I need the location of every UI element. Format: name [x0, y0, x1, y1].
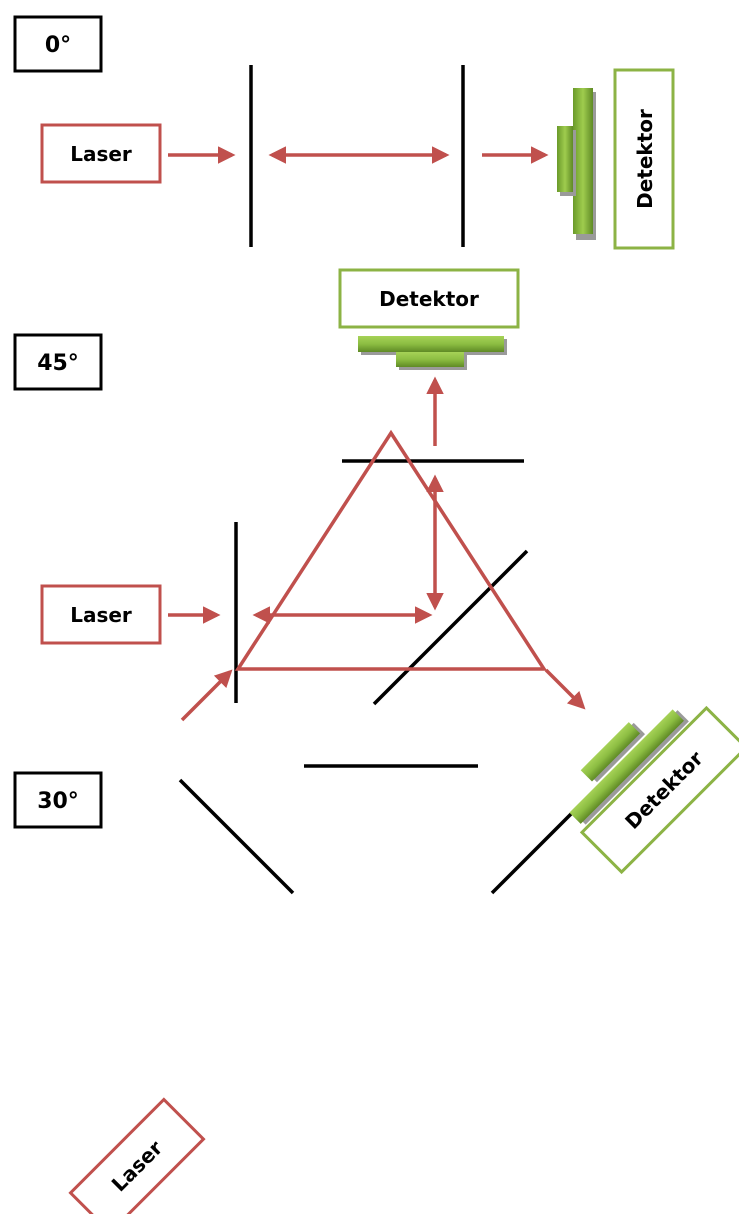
- detector-plate-45: [358, 336, 507, 370]
- panel-30-degrees: 30° Laser Detektor: [13, 429, 739, 1214]
- laser-box-0: Laser: [40, 123, 162, 184]
- detector-label-0: Detektor: [633, 109, 657, 209]
- laser-label-0: Laser: [70, 142, 132, 166]
- panel-0-degrees: 0° Laser Detektor: [13, 15, 675, 250]
- laser-box-45: Laser: [40, 584, 162, 645]
- laser-label-45: Laser: [70, 603, 132, 627]
- angle-label-45: 45°: [37, 351, 79, 376]
- detector-plate-30: [569, 709, 689, 825]
- angle-label-0: 0°: [45, 33, 71, 58]
- detector-box-0: Detektor: [613, 68, 675, 250]
- angle-box-0: 0°: [13, 15, 103, 73]
- detector-plate-0: [557, 88, 596, 240]
- angle-box-30: 30°: [13, 771, 103, 829]
- beam-in-30: [180, 669, 233, 722]
- beam-triangle-30: [238, 668, 544, 766]
- laser-box-30: Laser: [68, 1097, 206, 1214]
- mirror-diagonal-45: [372, 549, 529, 706]
- angle-box-45: 45°: [13, 333, 103, 391]
- angle-label-30: 30°: [37, 789, 79, 814]
- panel-45-degrees: 45° Detektor Laser: [13, 268, 529, 706]
- detector-box-45: Detektor: [338, 268, 520, 329]
- detector-label-45: Detektor: [379, 287, 479, 311]
- beam-out-30: [544, 668, 586, 710]
- mirror-left-30: [178, 778, 295, 895]
- beam-triangle-path-30: [234, 429, 548, 671]
